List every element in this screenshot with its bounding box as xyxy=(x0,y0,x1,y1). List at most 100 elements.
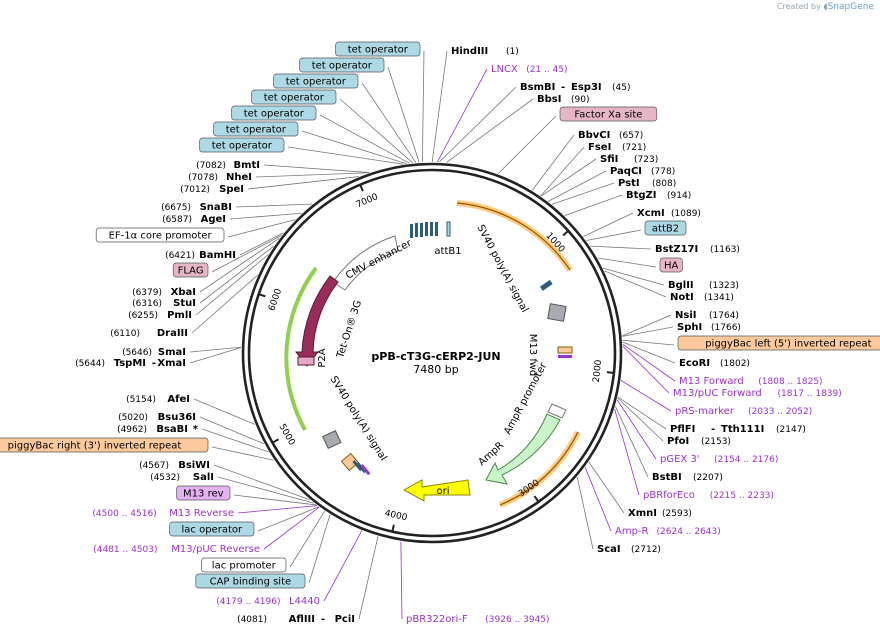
enzyme-name: XmnI xyxy=(628,508,657,519)
callout-primer[interactable]: pGEX 3'(2154 .. 2176) xyxy=(616,399,778,465)
callout-primer[interactable]: Amp-R(2624 .. 2643) xyxy=(584,467,721,537)
callout-primer[interactable]: pBR322ori-F(3926 .. 3945) xyxy=(400,541,550,625)
callout-box[interactable]: EF-1α core promoter xyxy=(95,219,296,243)
callout-box[interactable]: tet operator xyxy=(213,121,407,165)
callout-box[interactable]: attB2 xyxy=(586,220,687,241)
callout-enzyme[interactable]: BbsI(90) xyxy=(446,94,589,163)
ring-tick-label: 6000 xyxy=(267,287,284,312)
callout-box[interactable]: tet operator xyxy=(273,73,417,163)
enzyme-position: (657) xyxy=(619,131,643,141)
ring-tick-label: 5000 xyxy=(276,422,296,447)
callout-enzyme[interactable]: DraIII(6110) xyxy=(110,274,258,339)
leader-line xyxy=(622,344,676,382)
callout-enzyme[interactable]: BstBI(2207) xyxy=(615,406,723,483)
enzyme-position: (721) xyxy=(622,143,646,153)
callout-enzyme[interactable]: Bsu36I(5020) xyxy=(118,412,265,445)
leader-line xyxy=(361,82,417,163)
leader-line xyxy=(438,86,517,163)
callout-enzyme[interactable]: XbaI(6379) xyxy=(132,237,280,298)
callout-box[interactable]: tet operator xyxy=(231,105,410,164)
callout-enzyme[interactable]: SphI(1766) xyxy=(622,322,741,337)
callout-enzyme[interactable]: HindIII(1) xyxy=(431,46,519,163)
callout-enzyme[interactable]: PfoI(2153) xyxy=(617,397,731,447)
callout-enzyme[interactable]: XmaI-TspMI(5644) xyxy=(75,347,242,369)
callout-primer[interactable]: pRS-marker(2033 .. 2052) xyxy=(620,380,812,417)
callout-enzyme[interactable]: PflFI- Tth111I(2147) xyxy=(617,396,806,435)
callout-enzyme[interactable]: BbvCI(657) xyxy=(531,130,643,191)
callout-enzyme[interactable]: NotI(1341) xyxy=(604,270,734,303)
callout-box[interactable]: FLAG xyxy=(172,234,282,278)
leader-line xyxy=(199,416,265,445)
feature-box-label: tet operator xyxy=(264,93,325,104)
callout-enzyme[interactable]: BtgZI(914) xyxy=(564,190,692,216)
callout-box[interactable]: CAP binding site xyxy=(195,514,331,589)
callout-enzyme[interactable]: XcmI(1089) xyxy=(583,208,701,237)
callout-enzyme[interactable]: BamHI(6421) xyxy=(165,232,284,261)
callout-enzyme[interactable]: BglII(1323) xyxy=(603,267,739,291)
primer-name: pGEX 3' xyxy=(660,454,700,465)
enzyme-name: StuI xyxy=(173,298,196,309)
callout-enzyme[interactable]: BmtI(7082) xyxy=(196,160,370,173)
callout-enzyme[interactable]: FseI(721) xyxy=(540,142,646,197)
callout-enzyme[interactable]: NsiI(1764) xyxy=(622,310,739,337)
callout-enzyme[interactable]: *BsaBI(4962) xyxy=(117,424,269,453)
enzyme-name: SphI xyxy=(677,322,702,333)
callout-primer[interactable]: M13 Forward(1808 .. 1825) xyxy=(622,344,823,387)
feature-label: Tet-On® 3G xyxy=(335,299,364,360)
enzyme-position: (7012) xyxy=(180,185,210,195)
enzyme-position: (6421) xyxy=(165,251,195,261)
callout-primer[interactable]: M13/pUC Forward(1817 .. 1839) xyxy=(622,345,842,399)
callout-enzyme[interactable]: NheI(7078) xyxy=(188,172,369,183)
enzyme-dash: - xyxy=(321,614,325,625)
leader-line xyxy=(358,536,379,620)
callout-enzyme[interactable]: AgeI(6587) xyxy=(162,212,302,225)
callout-enzyme[interactable]: SnaBI(6675) xyxy=(161,202,313,213)
enzyme-name: XbaI xyxy=(171,287,196,298)
feature-label: ori xyxy=(436,486,449,497)
callout-enzyme[interactable]: EcoRI(1802) xyxy=(622,341,750,369)
callout-box[interactable]: piggyBac left (5') inverted repeat xyxy=(622,335,880,351)
callout-box[interactable]: piggyBac right (3') inverted repeat xyxy=(0,437,275,461)
callout-enzyme[interactable]: SfiI(723) xyxy=(540,154,658,197)
callout-enzyme[interactable]: BstZ17I(1163) xyxy=(590,244,740,255)
callout-enzyme[interactable]: PstI(808) xyxy=(551,178,676,205)
callout-box[interactable]: Factor Xa site xyxy=(497,106,658,175)
lac-operator-blocks xyxy=(352,460,371,476)
callout-box[interactable]: tet operator xyxy=(251,89,414,164)
callout-enzyme[interactable]: XmnI(2593) xyxy=(588,461,692,519)
callout-enzyme[interactable]: BsiWI(4567) xyxy=(139,460,310,501)
callout-primer[interactable]: M13 Reverse(4500 .. 4516) xyxy=(92,505,318,519)
callout-box[interactable]: HA xyxy=(597,257,683,273)
leader-line xyxy=(191,274,258,334)
leader-line xyxy=(540,146,585,197)
callout-box[interactable]: lac promoter xyxy=(201,510,326,573)
callout-enzyme[interactable]: BsmBI- Esp3I(45) xyxy=(438,82,630,163)
callout-primer[interactable]: pBRforEco(2215 .. 2233) xyxy=(614,408,774,501)
callout-enzyme[interactable]: AfeI(5154) xyxy=(126,394,255,425)
callout-primer[interactable]: L4440(4179 .. 4196) xyxy=(216,530,363,607)
callout-box[interactable]: lac operator xyxy=(169,506,319,537)
leader-line xyxy=(189,347,242,364)
callout-box[interactable]: tet operator xyxy=(199,137,404,165)
feature-box xyxy=(95,227,225,243)
callout-primer[interactable]: LNCX(21 .. 45) xyxy=(436,64,568,163)
leader-line xyxy=(301,130,407,165)
callout-box[interactable]: tet operator xyxy=(335,41,425,163)
callout-enzyme[interactable]: SalI(4532) xyxy=(150,472,315,504)
feature-box xyxy=(677,335,880,351)
leader-line xyxy=(584,467,612,532)
callout-enzyme[interactable]: PciI-AflIII(4081) xyxy=(237,536,379,625)
callout-box[interactable]: M13 rev xyxy=(176,485,317,506)
callout-primer[interactable]: M13/pUC Reverse(4481 .. 4503) xyxy=(93,506,320,555)
callout-enzyme[interactable]: PaqCI(778) xyxy=(547,166,675,202)
callout-enzyme[interactable]: SpeI(7012) xyxy=(180,176,359,195)
callout-enzyme[interactable]: ScaI(2712) xyxy=(576,477,661,555)
callout-enzyme[interactable]: StuI(6316) xyxy=(132,245,274,309)
feature-box xyxy=(195,573,306,589)
enzyme-position: (6587) xyxy=(162,215,192,225)
callout-enzyme[interactable]: SmaI(5646) xyxy=(122,346,242,358)
leader-line xyxy=(239,232,284,256)
callout-enzyme[interactable]: PmlI(6255) xyxy=(128,254,269,321)
callout-box[interactable]: tet operator xyxy=(299,57,420,163)
